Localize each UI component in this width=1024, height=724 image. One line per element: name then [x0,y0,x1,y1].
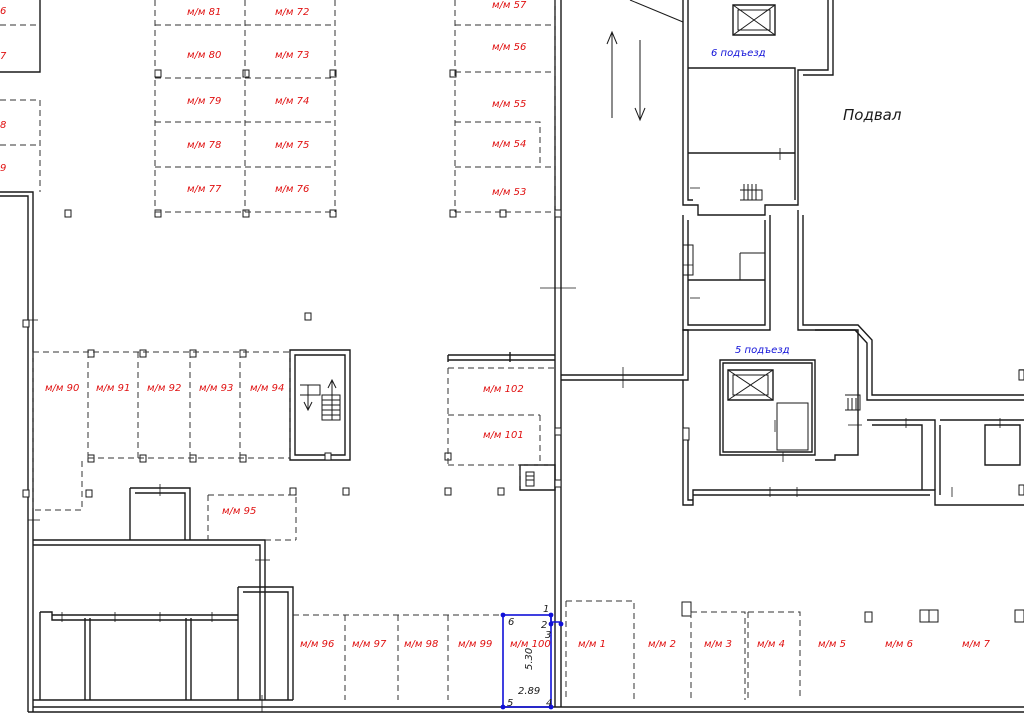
selected-space[interactable]: 1 2 3 4 5 6 5.30 2.89 [500,604,564,710]
parking-space-92[interactable]: м/м 92 [147,383,181,394]
arrow-up-icon [606,30,618,118]
vertex-3[interactable] [558,621,564,627]
entrance-6-label: 6 подъезд [711,48,766,59]
parking-space-98[interactable]: м/м 98 [404,639,438,650]
parking-space-101[interactable]: м/м 101 [483,430,524,441]
edge-fragment-9: 9 [0,163,6,174]
vertex-label-3: 3 [545,630,551,641]
vertex-5[interactable] [500,704,506,710]
arrow-down-icon [634,40,646,122]
parking-space-56[interactable]: м/м 56 [492,42,526,53]
parking-space-6[interactable]: м/м 6 [885,639,913,650]
parking-space-80[interactable]: м/м 80 [187,50,221,61]
vertex-4[interactable] [548,704,554,710]
vertex-label-6: 6 [508,617,514,628]
selected-space-outline[interactable] [502,614,552,708]
stair-symbol-left [300,378,341,421]
parking-space-93[interactable]: м/м 93 [199,383,233,394]
parking-space-1[interactable]: м/м 1 [578,639,606,650]
parking-space-74[interactable]: м/м 74 [275,96,309,107]
traffic-arrows [606,30,646,122]
parking-space-102[interactable]: м/м 102 [483,384,524,395]
stair-symbol-right [525,471,535,487]
parking-space-99[interactable]: м/м 99 [458,639,492,650]
parking-space-78[interactable]: м/м 78 [187,140,221,151]
parking-space-55[interactable]: м/м 55 [492,99,526,110]
edge-fragment-7: 7 [0,51,7,62]
vertex-label-1: 1 [543,604,549,615]
parking-outlines [0,0,801,700]
parking-space-4[interactable]: м/м 4 [757,639,785,650]
basement-label: Подвал [843,106,902,124]
columns [22,69,1024,623]
parking-space-2[interactable]: м/м 2 [648,639,676,650]
parking-space-76[interactable]: м/м 76 [275,184,309,195]
parking-space-79[interactable]: м/м 79 [187,96,221,107]
parking-space-3[interactable]: м/м 3 [704,639,732,650]
vertex-1[interactable] [548,612,554,618]
dimension-width: 2.89 [518,686,540,697]
parking-space-54[interactable]: м/м 54 [492,139,526,150]
vertex-label-2: 2 [541,620,547,631]
parking-space-73[interactable]: м/м 73 [275,50,309,61]
edge-fragment-8: 8 [0,120,6,131]
edge-fragment-6: 6 [0,6,6,17]
vertex-2[interactable] [548,621,554,627]
parking-space-95[interactable]: м/м 95 [222,506,256,517]
parking-space-90[interactable]: м/м 90 [45,383,79,394]
parking-space-53[interactable]: м/м 53 [492,187,526,198]
vertex-label-5: 5 [507,698,513,709]
parking-space-81[interactable]: м/м 81 [187,7,221,18]
parking-space-96[interactable]: м/м 96 [300,639,334,650]
parking-space-7[interactable]: м/м 7 [962,639,991,650]
entrance-5-label: 5 подъезд [735,345,790,356]
parking-space-100[interactable]: м/м 100 [510,639,551,650]
parking-space-77[interactable]: м/м 77 [187,184,222,195]
parking-space-75[interactable]: м/м 75 [275,140,309,151]
parking-space-91[interactable]: м/м 91 [96,383,130,394]
dimension-height: 5.30 [524,648,535,670]
parking-space-97[interactable]: м/м 97 [352,639,387,650]
vertex-label-4: 4 [546,698,552,709]
parking-space-72[interactable]: м/м 72 [275,7,309,18]
parking-space-94[interactable]: м/м 94 [250,383,284,394]
parking-space-57[interactable]: м/м 57 [492,0,527,11]
parking-space-5[interactable]: м/м 5 [818,639,846,650]
labels: Подвал 6 подъезд 5 подъезд 6 7 8 9 м/м 8… [0,0,991,650]
vertex-6[interactable] [500,612,506,618]
